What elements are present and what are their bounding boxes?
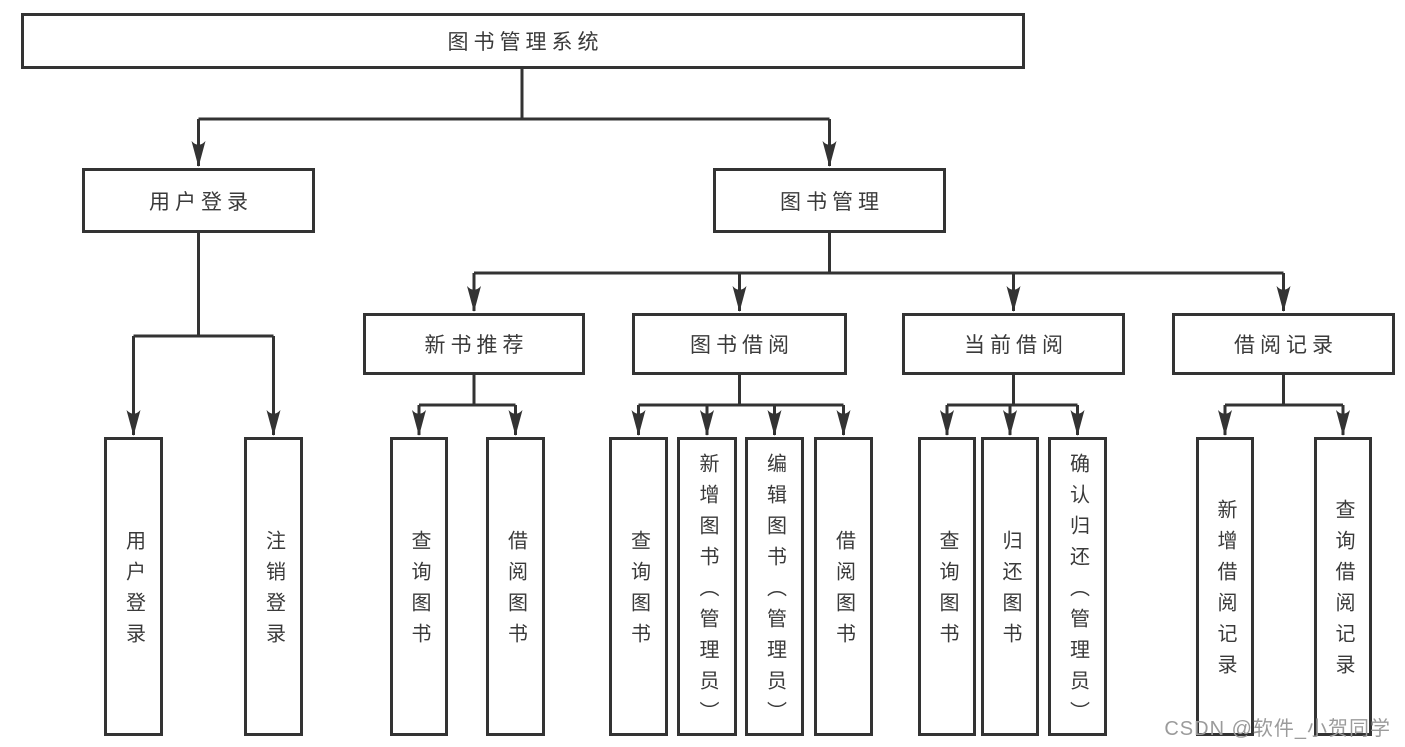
leaf-borrowing-borrow-books: 借阅图书 [814,437,873,736]
leaf-borrowing-add-books-admin: 新增图书（管理员） [677,437,737,736]
node-root: 图书管理系统 [21,13,1025,69]
leaf-records-query-record: 查询借阅记录 [1314,437,1372,736]
node-book-borrowing: 图书借阅 [632,313,847,375]
leaf-current-confirm-return-admin: 确认归还（管理员） [1048,437,1107,736]
connector-trunks [133,69,1343,407]
node-label: 图书管理 [780,190,884,214]
node-label: 借阅图书 [832,530,855,654]
node-label: 新书推荐 [424,334,529,357]
node-label: 查询图书 [627,530,650,654]
csdn-watermark: CSDN @软件_小贺同学 [1164,718,1391,740]
node-label: 查询借阅记录 [1332,499,1354,685]
node-label: 确认归还（管理员） [1066,452,1089,732]
leaf-borrowing-query-books: 查询图书 [609,437,668,736]
node-label: 编辑图书（管理员） [763,452,786,732]
node-label: 归还图书 [999,530,1021,654]
node-label: 查询图书 [936,530,958,654]
node-book-management: 图书管理 [713,168,946,233]
leaf-current-query-books: 查询图书 [918,437,976,736]
node-new-book-recommend: 新书推荐 [363,313,585,375]
leaf-user-login: 用户登录 [104,437,163,736]
leaf-current-return-books: 归还图书 [981,437,1039,736]
node-label: 新增借阅记录 [1214,499,1236,685]
node-user-login: 用户登录 [82,168,315,233]
leaf-logout-login: 注销登录 [244,437,303,736]
node-label: 注销登录 [262,530,285,654]
node-label: 图书借阅 [690,334,794,357]
node-current-borrowing: 当前借阅 [902,313,1125,375]
node-label: 用户登录 [122,530,145,654]
node-borrowing-records: 借阅记录 [1172,313,1395,375]
node-label: 图书管理系统 [447,31,604,54]
node-label: 当前借阅 [964,334,1068,357]
node-label: 借阅记录 [1234,334,1338,357]
node-label: 新增图书（管理员） [696,452,718,732]
leaf-recommend-query-books: 查询图书 [390,437,448,736]
leaf-borrowing-edit-books-admin: 编辑图书（管理员） [745,437,804,736]
node-label: 查询图书 [408,530,430,654]
node-label: 用户登录 [149,190,253,214]
node-label: 借阅图书 [504,530,527,654]
leaf-recommend-borrow-books: 借阅图书 [486,437,545,736]
leaf-records-add-record: 新增借阅记录 [1196,437,1254,736]
